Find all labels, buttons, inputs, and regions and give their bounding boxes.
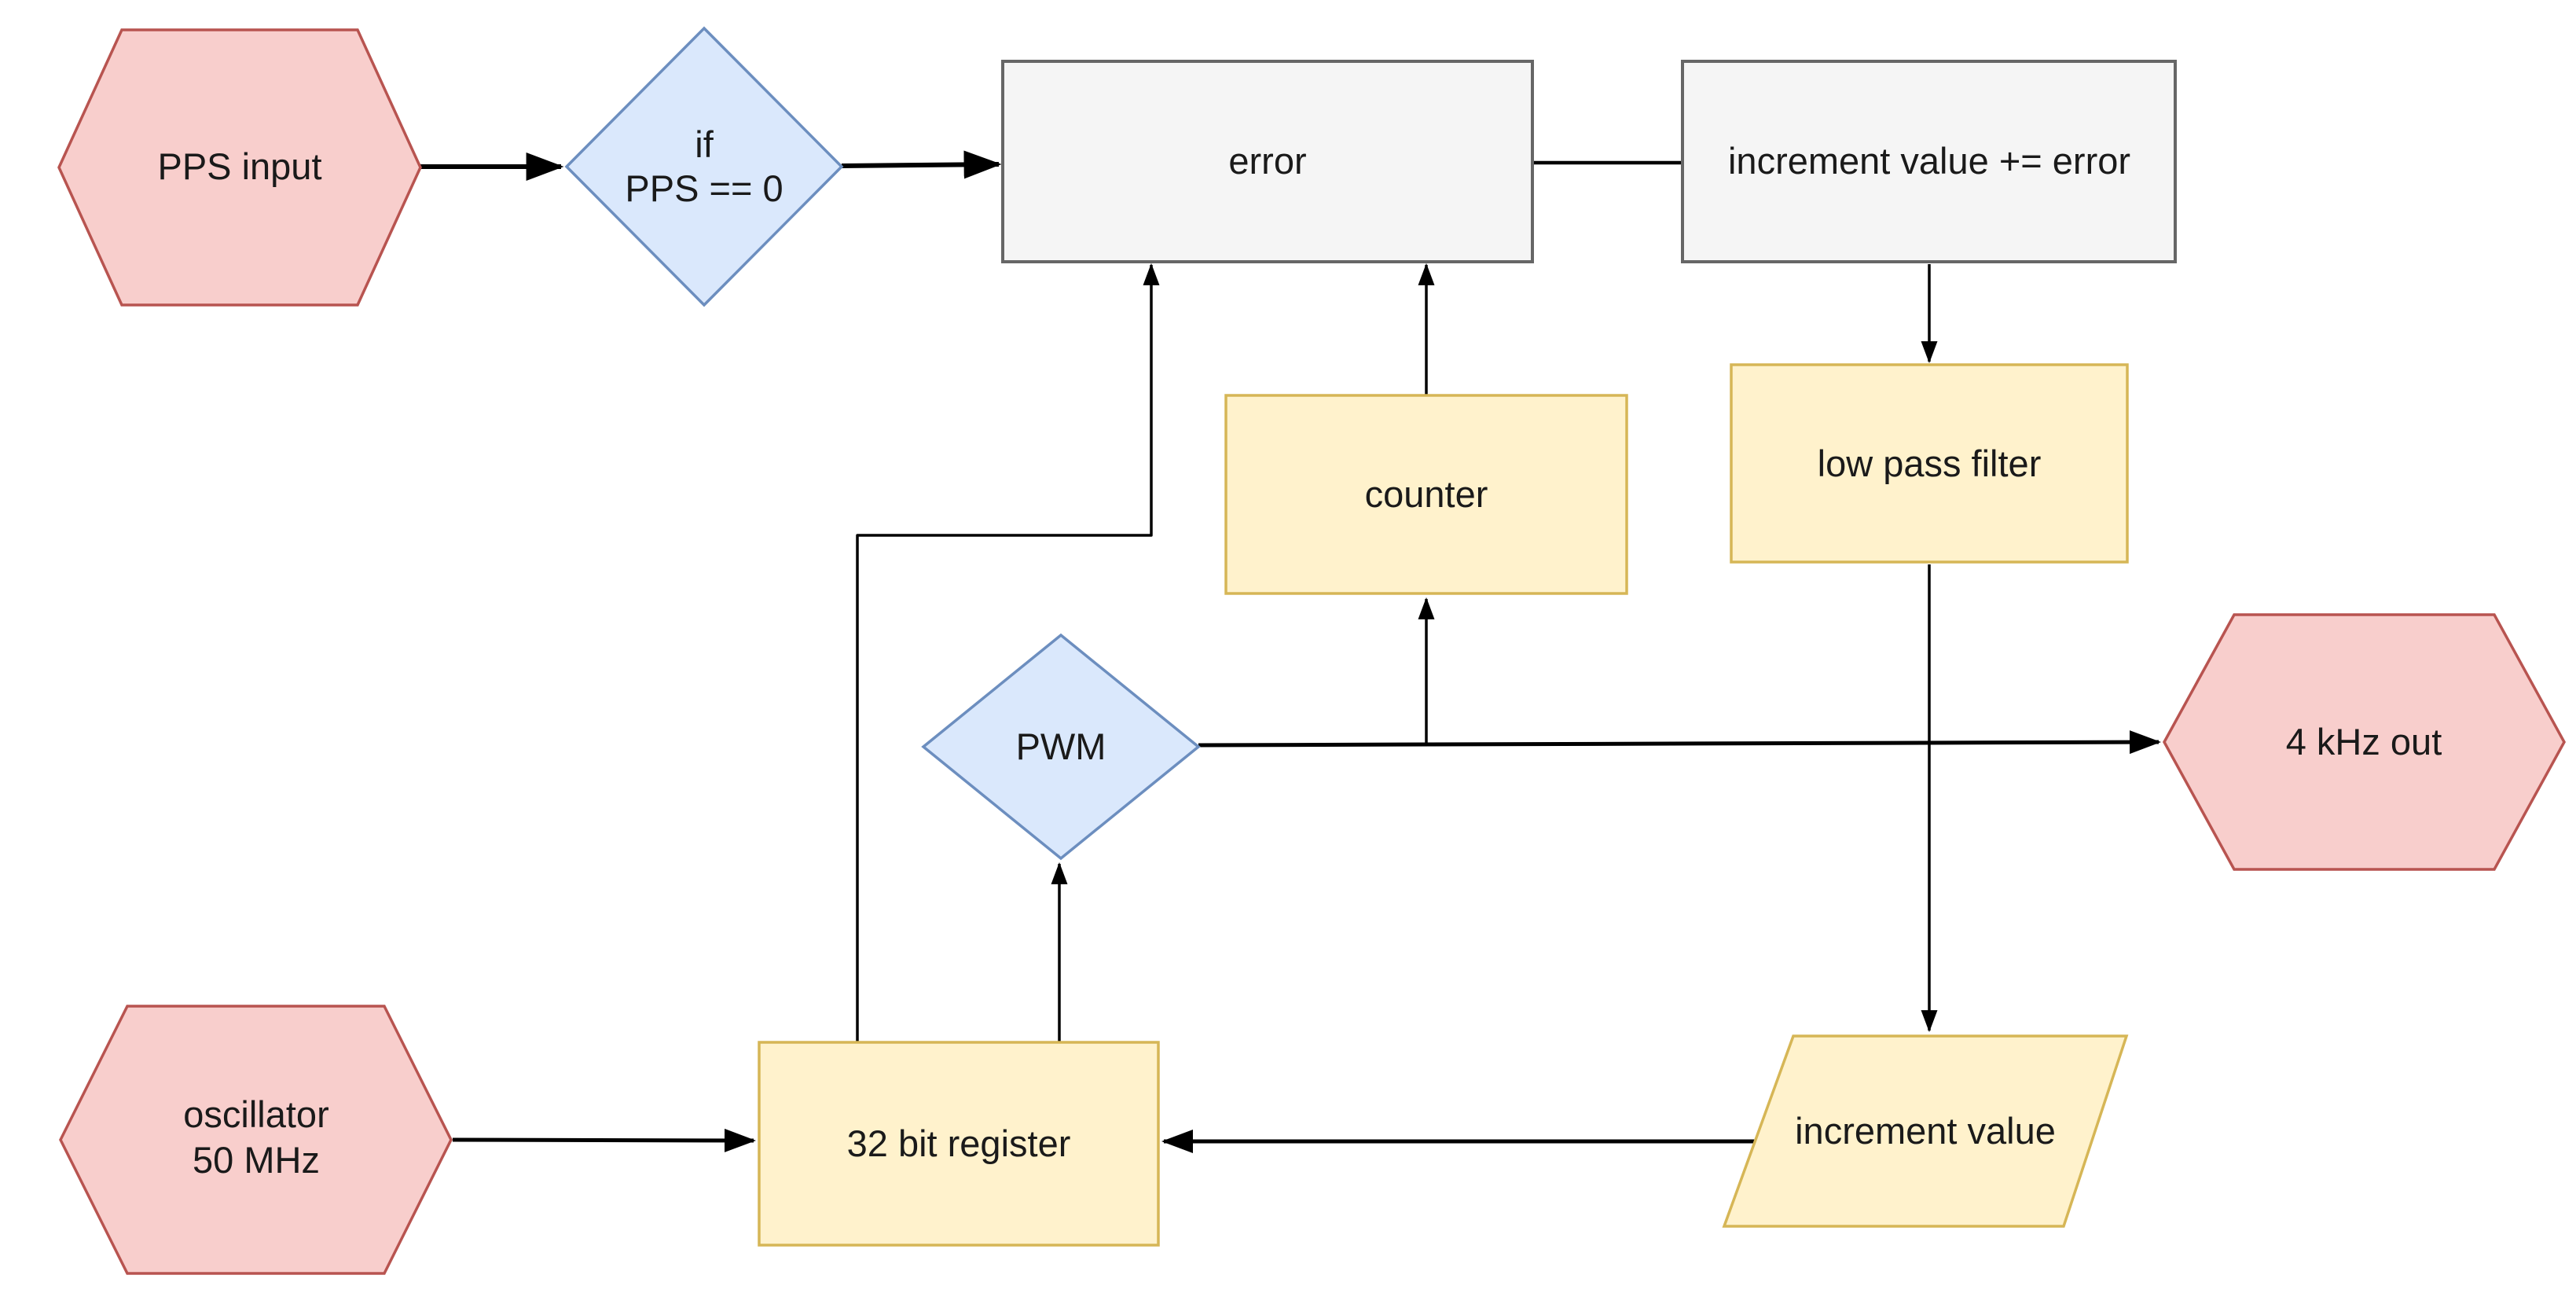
edge-pwm-to-4khz-out [1198,730,2161,755]
pps-input-label: PPS input [157,145,321,187]
low-pass-filter-box [1730,363,2129,564]
node-pwm: PWM [921,633,1201,861]
increment-error-label: increment value += error [1728,140,2130,182]
4khz-out-hexagon [2163,613,2566,871]
node-4khz-out: 4 kHz out [2163,613,2566,871]
increment-value-label: increment value [1795,1110,2056,1152]
edge-register-to-error [856,263,1160,1042]
oscillator-label-line1: oscillator [183,1093,328,1135]
edges-layer [420,150,2161,1153]
low-pass-filter-label: low pass filter [1818,443,2042,484]
node-low-pass-filter: low pass filter [1730,363,2129,564]
pwm-diamond [921,633,1201,861]
counter-label: counter [1365,473,1488,515]
node-register-32bit: 32 bit register [758,1041,1160,1247]
if-pps-diamond [564,26,844,307]
oscillator-label-line2: 50 MHz [193,1139,320,1181]
4khz-out-label: 4 kHz out [2286,721,2442,762]
edge-oscillator-to-register [452,1128,756,1152]
increment-value-parallelogram [1722,1034,2129,1228]
counter-box [1224,394,1628,595]
node-pps-input: PPS input [57,28,422,307]
node-counter: counter [1224,394,1628,595]
node-if-pps: if PPS == 0 [564,26,844,307]
oscillator-hexagon [59,1005,453,1275]
node-oscillator: oscillator 50 MHz [59,1005,453,1275]
error-box [1001,60,1534,263]
edge-if-to-error [841,150,1002,179]
nodes-layer: PPS input if PPS == 0 error increment va… [57,26,2566,1275]
pwm-label: PWM [1016,726,1106,767]
node-increment-error: increment value += error [1681,60,2177,263]
if-pps-label-line1: if [695,123,714,165]
register-32bit-box [758,1041,1160,1247]
pps-input-hexagon [57,28,422,307]
if-pps-label-line2: PPS == 0 [625,167,783,209]
node-error: error [1001,60,1534,263]
increment-error-box [1681,60,2177,263]
node-increment-value: increment value [1722,1034,2129,1228]
error-label: error [1228,140,1306,182]
register-32bit-label: 32 bit register [847,1122,1071,1164]
